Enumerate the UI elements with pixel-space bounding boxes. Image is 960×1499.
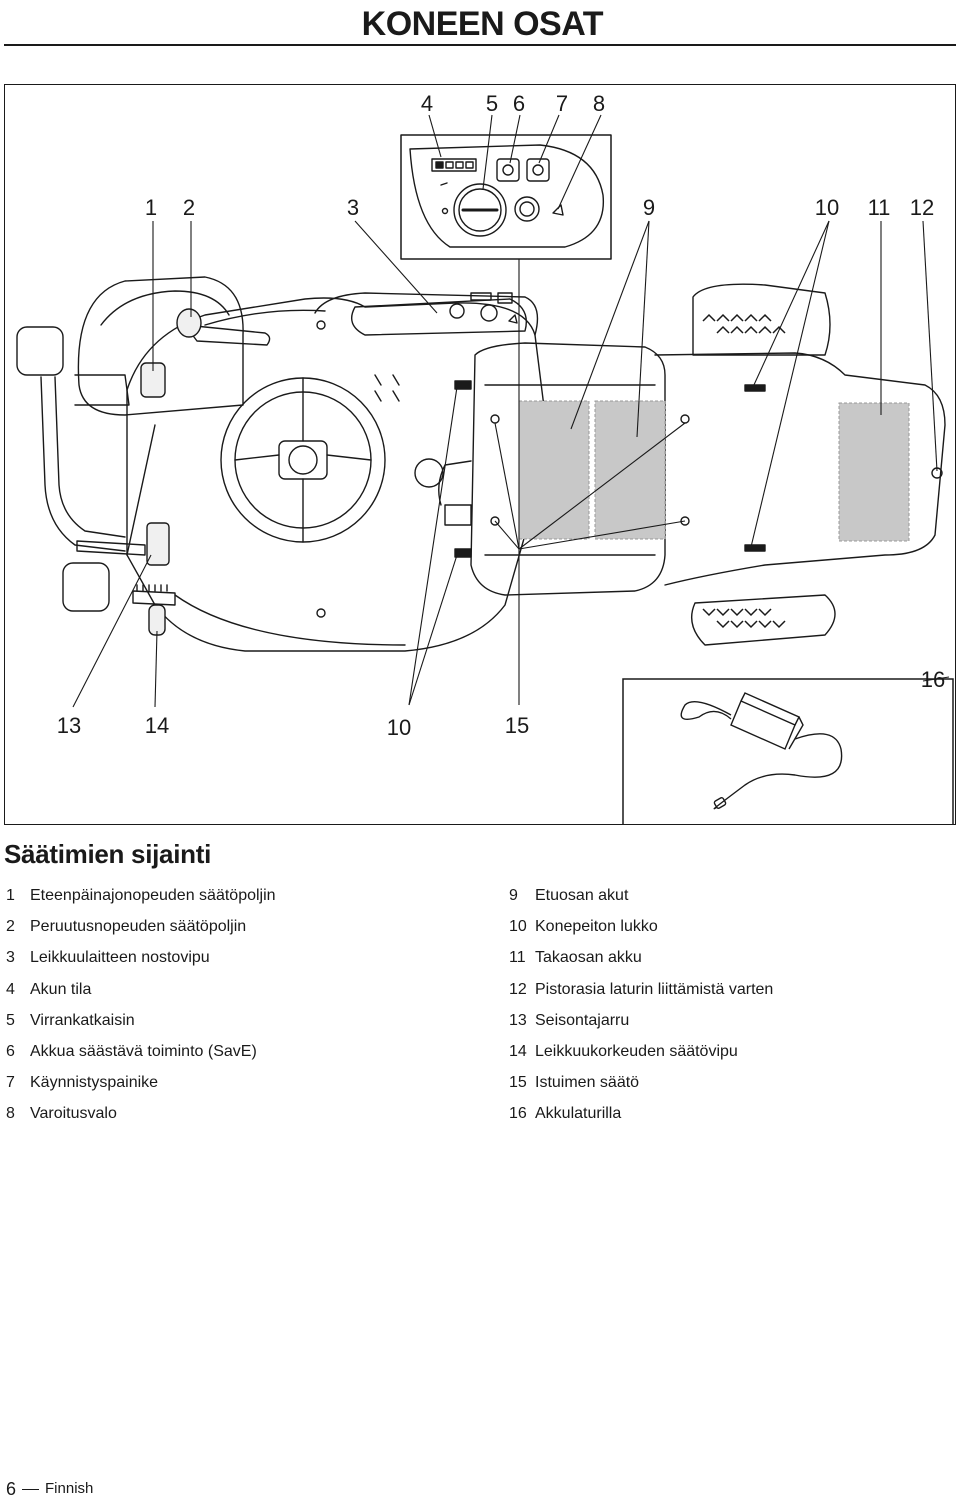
warning-light [552,204,564,216]
front-battery-a [518,400,590,540]
page-footer: 6 Finnish [6,1480,93,1498]
legend-item-label: Akkua säästävä toiminto (SavE) [30,1043,257,1061]
battery-charger [730,700,796,750]
legend-item-number: 13 [509,1011,527,1029]
legend-item-label: Akkulaturilla [535,1105,622,1123]
legend-item: 14 Leikkuukorkeuden säätövipu [509,1036,773,1067]
legend-item: 3 Leikkuulaitteen nostovipu [6,942,276,973]
battery-status-indicator [431,158,477,172]
legend-item: 13 Seisontajarru [509,1005,773,1036]
legend-item-label: Seisontajarru [535,1011,630,1029]
reverse-pedal [146,522,170,566]
callout-c7: 7 [556,91,568,116]
height-adjust-lever [148,604,166,636]
callout-c6: 6 [513,91,525,116]
callout-c14: 14 [145,713,169,738]
callout-c8: 8 [593,91,605,116]
footer-dash [22,1488,40,1490]
callout-c10b: 10 [387,715,411,740]
legend-item: 2 Peruutusnopeuden säätöpoljin [6,911,276,942]
page-title: KONEEN OSAT [361,5,604,43]
callout-c1: 1 [145,195,157,220]
legend-item-label: Käynnistyspainike [30,1074,159,1092]
legend-item-label: Peruutusnopeuden säätöpoljin [30,918,247,936]
front-battery-b [594,400,666,540]
callout-c12: 12 [910,195,934,220]
legend-item-label: Pistorasia laturin liittämistä varten [535,980,774,998]
legend-item-number: 5 [6,1011,15,1029]
save-button [496,158,520,182]
header-rule [4,44,956,46]
page-number: 6 [6,1479,17,1499]
legend-item: 7 Käynnistyspainike [6,1067,276,1098]
start-button [526,158,550,182]
legend-item-number: 15 [509,1074,527,1092]
legend-item: 1 Eteenpäinajonopeuden säätöpoljin [6,880,276,911]
legend-item: 9 Etuosan akut [509,880,773,911]
front-left-wheel-bottom [62,562,110,612]
callout-c13: 13 [57,713,81,738]
seat-area [470,342,666,596]
callout-c16: 16 [921,667,945,692]
legend-left: 1 Eteenpäinajonopeuden säätöpoljin 2 Peruut… [6,880,276,1130]
callout-c9: 9 [643,195,655,220]
callout-c3: 3 [347,195,359,220]
legend-right: 9 Etuosan akut 10 Konepeiton lukko 11 Takaosa… [509,880,773,1130]
callout-c15: 15 [505,713,529,738]
legend-item: 4 Akun tila [6,974,276,1005]
legend-item-number: 4 [6,980,15,998]
legend-item-label: Etuosan akut [535,887,629,904]
front-left-wheel-top [16,326,64,376]
charger-inset [622,678,954,824]
legend-item-label: Takaosan akku [535,949,642,967]
legend-item: 11 Takaosan akku [509,942,773,973]
legend-item-label: Varoitusvalo [30,1105,117,1123]
legend-item-number: 2 [6,918,15,936]
front-wheel [77,276,244,416]
legend-item-number: 16 [509,1105,527,1123]
callout-c2: 2 [183,195,195,220]
legend-item-number: 7 [6,1074,15,1092]
legend-item: 10 Konepeiton lukko [509,911,773,942]
legend-item-label: Virrankatkaisin [30,1011,135,1029]
callout-c10a: 10 [815,195,839,220]
legend-item-number: 14 [509,1043,527,1061]
legend-item-number: 6 [6,1043,15,1061]
dashboard-panel [409,144,605,248]
legend-item: 8 Varoitusvalo [6,1098,276,1129]
legend-item-number: 9 [509,887,518,904]
legend-item: 15 Istuimen säätö [509,1067,773,1098]
legend-item: 5 Virrankatkaisin [6,1005,276,1036]
legend-item: 12 Pistorasia laturin liittämistä varten [509,974,773,1005]
footer-language: Finnish [45,1480,94,1497]
legend-item-number: 3 [6,949,15,967]
legend-item: 16 Akkulaturilla [509,1098,773,1129]
lift-lever [184,324,271,346]
dashboard-inset [400,134,612,260]
legend-item-label: Leikkuukorkeuden säätövipu [535,1043,738,1061]
main-switch-knob [453,183,507,237]
charger-plug [713,797,727,809]
legend-item-label: Istuimen säätö [535,1074,640,1092]
legend-item-number: 11 [509,949,526,967]
legend-item-number: 12 [509,980,527,998]
rear-body [654,352,946,586]
ignition [514,196,540,222]
callout-c11: 11 [868,195,891,220]
section-title: Säätimien sijainti [4,839,212,869]
legend-item-label: Akun tila [30,980,92,998]
legend-item-number: 1 [6,887,15,904]
legend-item-label: Leikkuulaitteen nostovipu [30,949,210,967]
legend-item-number: 10 [509,918,527,936]
legend-item-number: 8 [6,1105,15,1123]
legend-item-label: Eteenpäinajonopeuden säätöpoljin [30,887,276,904]
callout-c5: 5 [486,91,498,116]
legend-item-label: Konepeiton lukko [535,918,658,936]
rear-battery [838,402,910,542]
callout-c4: 4 [421,91,433,116]
legend-item: 6 Akkua säästävä toiminto (SavE) [6,1036,276,1067]
